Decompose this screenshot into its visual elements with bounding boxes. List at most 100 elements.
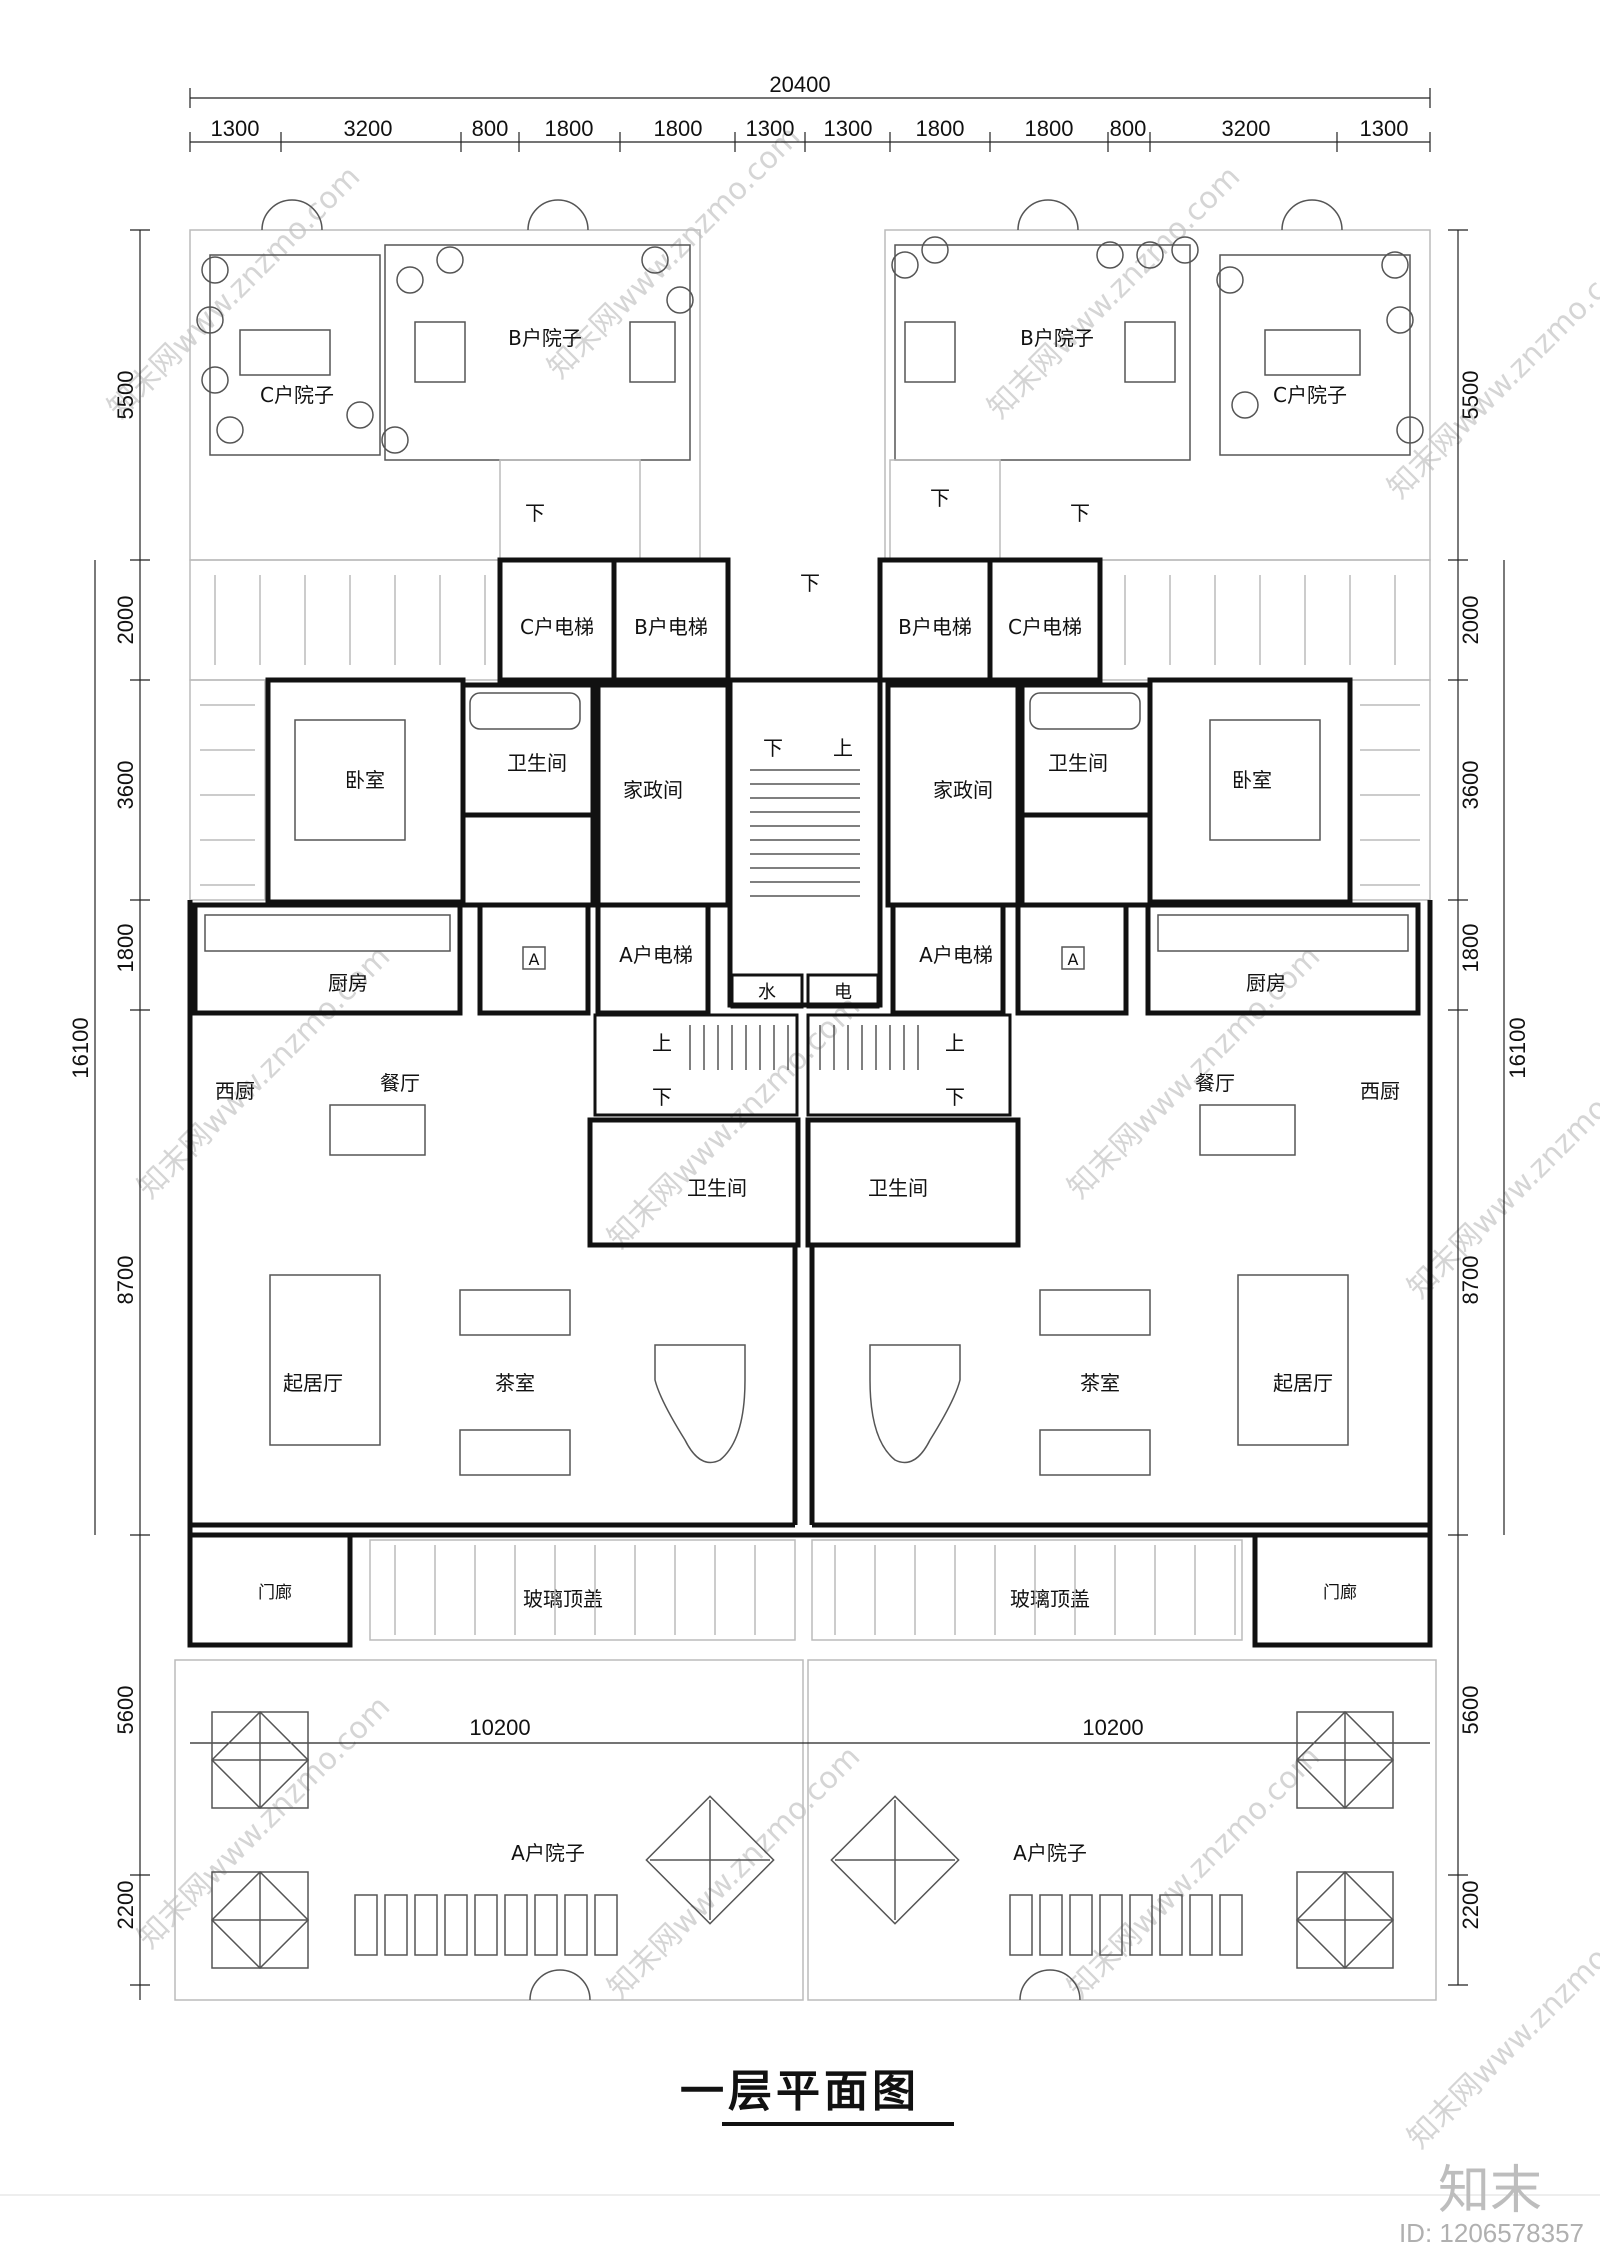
- label-c-elevator-right: C户电梯: [1008, 615, 1082, 639]
- tree-symbol: [1386, 306, 1414, 334]
- label-glass-roof-left: 玻璃顶盖: [523, 1587, 603, 1611]
- tree-symbol: [1231, 391, 1259, 419]
- pavilion-symbol: [210, 1710, 310, 1810]
- label-a-yard-left: A户院子: [511, 1841, 585, 1865]
- watermark-text: 知末网www.znzmo.com: [1061, 1739, 1327, 2005]
- pergola-strips: [189, 559, 1431, 901]
- title-underline: [722, 2122, 954, 2126]
- dim-right-segment: 2000: [1458, 596, 1483, 645]
- watermark-text: 知末网www.znzmo.com: [131, 1689, 397, 1955]
- label-bedroom-right: 卧室: [1232, 768, 1272, 792]
- dim-left-segment: 8700: [113, 1256, 138, 1305]
- tree-symbol: [201, 366, 229, 394]
- label-porch-left: 门廊: [258, 1583, 292, 1603]
- label-b-elevator-right: B户电梯: [898, 615, 972, 639]
- dim-right-segment: 1800: [1458, 924, 1483, 973]
- dim-left-segment: 5500: [113, 371, 138, 420]
- dim-left-segment: 2000: [113, 596, 138, 645]
- dim-left-total: 16100: [68, 1017, 93, 1078]
- label-tea-right: 茶室: [1080, 1371, 1120, 1395]
- label-dining-right: 餐厅: [1195, 1071, 1235, 1095]
- tree-symbol: [201, 256, 229, 284]
- dim-right-total: 16100: [1505, 1017, 1530, 1078]
- dim-top-segment: 1300: [746, 116, 795, 141]
- stair-down-marker: 下: [800, 571, 820, 595]
- label-dining-left: 餐厅: [380, 1071, 420, 1095]
- dim-top-segment: 1800: [545, 116, 594, 141]
- label-a-elevator-right: A户电梯: [919, 943, 993, 967]
- label-b-yard-left: B户院子: [508, 326, 582, 350]
- stair-down-marker: 下: [1070, 501, 1090, 525]
- label-b-elevator-left: B户电梯: [634, 615, 708, 639]
- watermark-pattern: 知末网www.znzmo.com 知末网www.znzmo.com 知末网www…: [101, 119, 1600, 2155]
- tree-symbol: [1136, 241, 1164, 269]
- dim-top-segment: 1800: [1025, 116, 1074, 141]
- bench-slat: [444, 1894, 468, 1956]
- left-dimension-chain: 5500 2000 3600 1800 8700 5600 2200 16100: [68, 229, 150, 1986]
- bench-slat: [534, 1894, 558, 1956]
- dim-right-segment: 2200: [1458, 1881, 1483, 1930]
- label-glass-roof-right: 玻璃顶盖: [1010, 1587, 1090, 1611]
- watermark-text: 知末网www.znzmo.com: [1381, 239, 1600, 505]
- label-c-yard-right: C户院子: [1273, 383, 1347, 407]
- label-bath-lower-left: 卫生间: [687, 1176, 747, 1200]
- bench-slat: [1009, 1894, 1033, 1956]
- label-western-kitchen-right: 西厨: [1360, 1079, 1400, 1103]
- label-kitchen-left: 厨房: [328, 971, 368, 995]
- tree-symbol: [641, 246, 669, 274]
- pavilion-symbol: [1295, 1870, 1395, 1970]
- bench-slat: [1189, 1894, 1213, 1956]
- dim-left-segment: 1800: [113, 924, 138, 973]
- drawing-id: ID: 1206578357: [1398, 2218, 1584, 2248]
- tree-symbol: [216, 416, 244, 444]
- umbrella-table-symbol: [830, 1795, 960, 1925]
- tree-symbol: [1381, 251, 1409, 279]
- stair-up-marker: 上: [652, 1031, 672, 1055]
- watermark-text: 知末网www.znzmo.com: [1401, 1889, 1600, 2155]
- label-living-left: 起居厅: [283, 1371, 343, 1395]
- watermark-text: 知末网www.znzmo.com: [601, 989, 867, 1255]
- dim-right-segment: 5600: [1458, 1686, 1483, 1735]
- label-living-right: 起居厅: [1273, 1371, 1333, 1395]
- tree-symbol: [396, 266, 424, 294]
- dim-top-segment: 1300: [824, 116, 873, 141]
- stair-up-marker: 上: [833, 736, 853, 760]
- bench-slat: [564, 1894, 588, 1956]
- label-bath-lower-right: 卫生间: [868, 1176, 928, 1200]
- glass-roof: [369, 1539, 1243, 1641]
- tree-symbol: [1396, 416, 1424, 444]
- stair-down-marker: 下: [525, 501, 545, 525]
- stair-down-marker: 下: [763, 736, 783, 760]
- shaft-a-left-box: [522, 946, 546, 970]
- watermark-text: 知末网www.znzmo.com: [981, 159, 1247, 425]
- lower-yards: 10200 10200: [139, 1659, 1437, 2001]
- dim-right-segment: 8700: [1458, 1256, 1483, 1305]
- dim-top-segment: 800: [472, 116, 509, 141]
- dim-left-segment: 2200: [113, 1881, 138, 1930]
- label-c-elevator-left: C户电梯: [520, 615, 594, 639]
- dim-top-segment: 800: [1110, 116, 1147, 141]
- top-dimension-chain: 20400 1300 3200 800 1800 1800 1300 1300 …: [189, 72, 1431, 152]
- dim-top-segment: 1300: [1360, 116, 1409, 141]
- tree-symbol: [436, 246, 464, 274]
- tree-symbol: [1216, 266, 1244, 294]
- dim-right-segment: 3600: [1458, 761, 1483, 810]
- label-b-yard-right: B户院子: [1020, 326, 1094, 350]
- watermark-text: 知末网www.znzmo.com: [601, 1739, 867, 2005]
- dim-top-segment: 3200: [1222, 116, 1271, 141]
- label-western-kitchen-left: 西厨: [215, 1079, 255, 1103]
- bench-slat: [1159, 1894, 1183, 1956]
- dim-top-segment: 1800: [916, 116, 965, 141]
- bench-slat: [414, 1894, 438, 1956]
- pavilion-symbol: [1295, 1710, 1395, 1810]
- label-tea-left: 茶室: [495, 1371, 535, 1395]
- bench-slat: [1039, 1894, 1063, 1956]
- label-bedroom-left: 卧室: [345, 768, 385, 792]
- dim-right-segment: 5500: [1458, 371, 1483, 420]
- label-kitchen-right: 厨房: [1246, 971, 1286, 995]
- bench-slat: [384, 1894, 408, 1956]
- dim-top-segment: 3200: [344, 116, 393, 141]
- label-c-yard-left: C户院子: [260, 383, 334, 407]
- dim-top-segment: 1800: [654, 116, 703, 141]
- pavilion-symbol: [210, 1870, 310, 1970]
